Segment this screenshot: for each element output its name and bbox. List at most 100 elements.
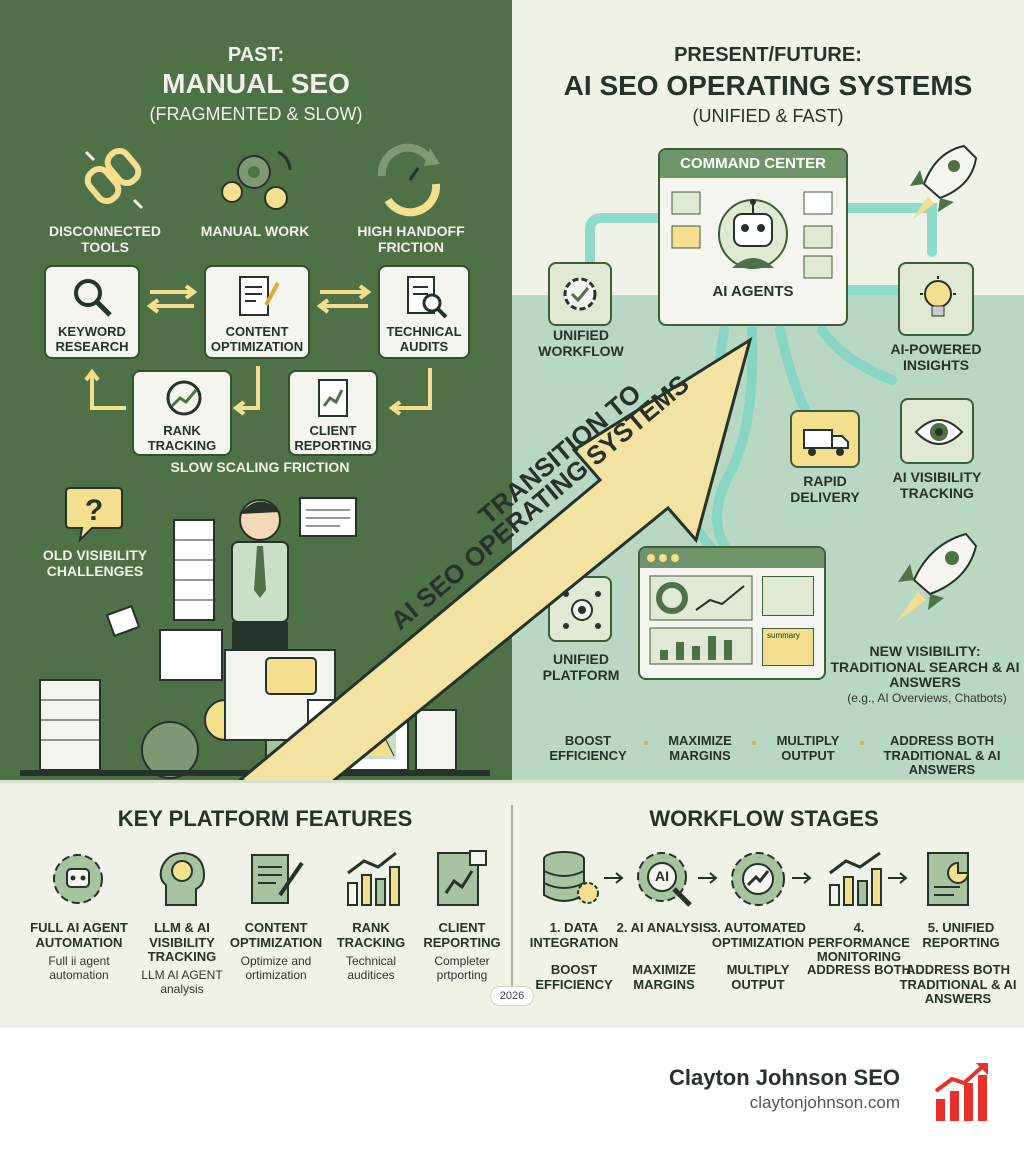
brain-head-icon	[159, 851, 206, 906]
client-report-icon	[437, 850, 487, 906]
present-label: PRESENT/FUTURE:	[674, 44, 862, 66]
stressed-person-illustration	[173, 497, 357, 652]
year-badge: 2026	[490, 986, 534, 1006]
past-label: PAST:	[227, 44, 285, 66]
stage-ai-analysis-benefit: MAXIMIZE MARGINS	[632, 962, 696, 992]
past-subtitle: (FRAGMENTED & SLOW)	[149, 104, 363, 124]
rank-gauge-icon	[166, 380, 202, 416]
stage-unified-reporting-benefit: ADDRESS BOTH TRADITIONAL & AI ANSWERS	[899, 962, 1017, 1007]
ai-visibility-label: AI VISIBILITY TRACKING	[892, 469, 982, 501]
benefit-maximize-margins: MAXIMIZE MARGINS	[668, 733, 732, 763]
brand-logo-icon	[934, 1063, 988, 1121]
present-subtitle: (UNIFIED & FAST)	[692, 106, 844, 126]
network-gear-icon	[563, 591, 601, 629]
unified-platform-label: UNIFIED PLATFORM	[542, 651, 620, 683]
unified-report-icon	[927, 852, 970, 906]
benefit-boost-efficiency: BOOST EFFICIENCY	[549, 733, 627, 763]
stage-data-integration-benefit: BOOST EFFICIENCY	[535, 962, 613, 992]
brand-url[interactable]: claytonjohnson.com	[749, 1093, 900, 1112]
rank-chart-icon	[347, 851, 400, 906]
ai-analysis-icon	[637, 852, 692, 907]
ai-insights-label: AI-POWERED INSIGHTS	[890, 341, 982, 373]
window-dots-icon	[647, 554, 679, 562]
command-center-panel: COMMAND CENTER AI AGENTS	[658, 148, 848, 326]
dashboard-titlebar	[640, 548, 824, 568]
summary-panel: summary	[762, 628, 814, 666]
dashboard-side-panel	[762, 576, 814, 616]
feature-client-reporting: CLIENT REPORTING	[423, 920, 501, 950]
command-center-title: COMMAND CENTER	[680, 155, 826, 172]
technical-audits-label: TECHNICAL AUDITS	[386, 324, 462, 354]
stage-ai-analysis: 2. AI ANALYSIS	[616, 920, 712, 935]
rocket-launch-icon	[896, 532, 978, 622]
issue-handoff-friction: HIGH HANDOFF FRICTION	[357, 223, 465, 255]
features-title: KEY PLATFORM FEATURES	[117, 806, 413, 831]
rapid-delivery-card	[790, 410, 860, 468]
summary-label: summary	[767, 631, 800, 640]
issue-manual-work: MANUAL WORK	[200, 223, 310, 239]
client-reporting-label: CLIENT REPORTING	[294, 423, 372, 453]
svg-text:?: ?	[85, 494, 103, 527]
stage-performance-monitoring: 4. PERFORMANCE MONITORING	[808, 920, 910, 965]
feature-content-optimization-desc: Optimize and ortimization	[240, 954, 312, 982]
magnifier-icon	[74, 279, 112, 317]
friction-arrows-icon	[377, 143, 441, 217]
rocket-icon	[910, 144, 978, 220]
report-document-icon	[318, 379, 348, 417]
footer: Clayton Johnson SEO claytonjohnson.com	[0, 1026, 1024, 1154]
feature-ai-agent-automation-desc: Full ii agent automation	[48, 954, 110, 982]
optimization-gear-icon	[731, 852, 785, 906]
content-optimization-label: CONTENT OPTIMIZATION	[210, 324, 304, 354]
feature-llm-visibility: LLM & AI VISIBILITY TRACKING	[147, 920, 217, 965]
box-client-reporting: CLIENT REPORTING	[288, 370, 378, 456]
rapid-delivery-label: RAPID DELIVERY	[790, 473, 860, 505]
unified-workflow-card	[548, 262, 612, 326]
content-edit-icon	[251, 854, 304, 904]
past-title: MANUAL SEO	[162, 68, 350, 99]
old-visibility-label: OLD VISIBILITY CHALLENGES	[42, 547, 148, 579]
ai-visibility-card	[900, 398, 974, 464]
broken-chain-icon	[84, 147, 144, 210]
gears-icon	[221, 150, 292, 210]
feature-rank-tracking: RANK TRACKING	[336, 920, 406, 950]
box-technical-audits: TECHNICAL AUDITS	[378, 265, 470, 359]
stage-arrows	[604, 872, 908, 884]
document-pencil-icon	[239, 276, 280, 316]
stage-automated-optimization: 3. AUTOMATED OPTIMIZATION	[710, 920, 806, 950]
ai-insights-card	[898, 262, 974, 336]
slow-scaling-label: SLOW SCALING FRICTION	[170, 459, 350, 475]
benefit-multiply-output: MULTIPLY OUTPUT	[776, 733, 840, 763]
brand-name: Clayton Johnson SEO	[668, 1065, 900, 1090]
benefit-separators	[644, 741, 864, 745]
feature-ai-agent-automation: FULL AI AGENT AUTOMATION	[30, 920, 128, 950]
benefit-address-both: ADDRESS BOTH TRADITIONAL & AI ANSWERS	[883, 733, 1001, 778]
unified-workflow-label: UNIFIED WORKFLOW	[538, 327, 624, 359]
box-keyword-research: KEYWORD RESEARCH	[44, 265, 140, 359]
feature-content-optimization: CONTENT OPTIMIZATION	[229, 920, 323, 950]
feature-client-reporting-desc: Completer prtporting	[434, 954, 490, 982]
eye-icon	[914, 419, 964, 445]
lightbulb-icon	[920, 276, 956, 317]
issue-disconnected-tools: DISCONNECTED TOOLS	[48, 223, 161, 255]
question-bubble-icon: ?	[65, 487, 123, 543]
ai-robot-icon	[671, 191, 833, 279]
stage-automated-optimization-benefit: MULTIPLY OUTPUT	[726, 962, 790, 992]
command-center-header	[660, 150, 846, 178]
ai-agents-label: AI AGENTS	[712, 283, 794, 300]
database-gear-icon	[543, 851, 599, 904]
stage-data-integration: 1. DATA INTEGRATION	[529, 920, 619, 950]
present-panel: PRESENT/FUTURE: AI SEO OPERATING SYSTEMS…	[512, 0, 1024, 780]
stages-title: WORKFLOW STAGES	[649, 806, 879, 831]
dashboard-window: summary	[638, 546, 826, 680]
rank-tracking-label: RANK TRACKING	[147, 423, 217, 453]
robot-gear-icon	[53, 854, 103, 904]
keyword-research-label: KEYWORD RESEARCH	[55, 324, 129, 354]
new-visibility-note: (e.g., AI Overviews, Chatbots)	[847, 691, 1007, 705]
new-visibility-label: NEW VISIBILITY: TRADITIONAL SEARCH & AI …	[830, 643, 1020, 691]
present-title: AI SEO OPERATING SYSTEMS	[563, 70, 973, 101]
transition-arrow	[236, 336, 753, 802]
box-content-optimization: CONTENT OPTIMIZATION	[204, 265, 310, 359]
workflow-arrows	[84, 284, 432, 416]
section-divider	[511, 805, 513, 1005]
delivery-truck-icon	[803, 429, 849, 456]
